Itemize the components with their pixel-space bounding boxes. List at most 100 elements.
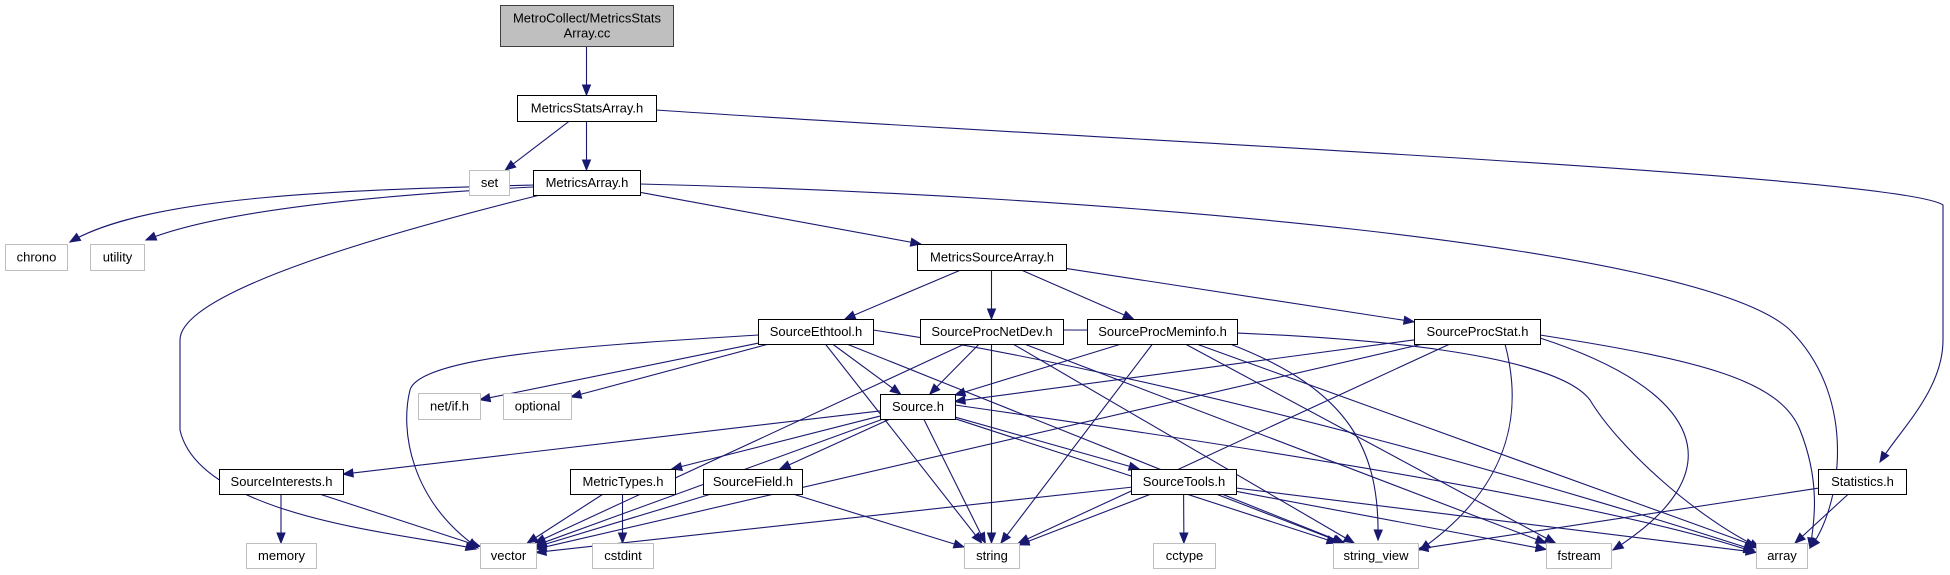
node-box bbox=[480, 543, 537, 569]
edge-metricssourcearray-h-to-sourceethtool-h bbox=[844, 269, 962, 320]
edge-source-h-to-sourcetools-h-arrowhead bbox=[1127, 461, 1141, 471]
edge-sourceinterests-h-to-vector-arrowhead bbox=[468, 538, 482, 548]
node-vector[interactable]: vector bbox=[480, 543, 537, 569]
node-label: fstream bbox=[1557, 548, 1600, 563]
edge-sourceprocmeminfo-h-to-array bbox=[1196, 343, 1757, 547]
edge-sourceprocstat-h-to-string bbox=[1018, 343, 1451, 544]
node-utility[interactable]: utility bbox=[90, 244, 145, 271]
edge-sourcefield-h-to-vector bbox=[535, 493, 712, 548]
edge-sourcetools-h-to-fstream bbox=[1235, 490, 1547, 550]
edge-sourceprocmeminfo-h-to-array-arrowhead bbox=[1744, 538, 1758, 548]
edges-layer bbox=[68, 46, 1944, 556]
edge-sourceprocmeminfo-h-to-string-arrowhead bbox=[1000, 531, 1012, 545]
node-label: SourceProcStat.h bbox=[1427, 324, 1529, 339]
edge-metricssourcearray-h-to-sourceprocmeminfo-h-arrowhead bbox=[1121, 310, 1135, 320]
edge-sourcetools-h-to-string-arrowhead bbox=[1017, 536, 1031, 546]
node-label: array bbox=[1767, 548, 1797, 563]
edge-metricsarray-h-to-chrono-arrowhead bbox=[68, 232, 82, 243]
edge-sourcetools-h-to-vector bbox=[535, 486, 1132, 553]
node-cstdint[interactable]: cstdint bbox=[592, 543, 654, 569]
node-box bbox=[570, 469, 676, 495]
node-box bbox=[1756, 543, 1808, 569]
edge-sourceprocnetdev-h-to-vector bbox=[534, 343, 965, 544]
node-fstream[interactable]: fstream bbox=[1546, 543, 1612, 569]
node-label: string bbox=[976, 548, 1008, 563]
node-metrictypes-h[interactable]: MetricTypes.h bbox=[570, 469, 676, 495]
node-label: SourceProcNetDev.h bbox=[931, 324, 1052, 339]
node-optional[interactable]: optional bbox=[503, 393, 572, 420]
edge-sourceprocmeminfo-h-to-source-h-arrowhead bbox=[953, 387, 967, 397]
node-netif-h[interactable]: net/if.h bbox=[418, 393, 481, 420]
edge-sourcetools-h-to-vector-arrowhead bbox=[534, 546, 547, 556]
node-chrono[interactable]: chrono bbox=[5, 244, 68, 271]
edge-source-h-to-sourcefield-h-arrowhead bbox=[778, 460, 792, 470]
edge-sourceinterests-h-to-memory-arrowhead bbox=[276, 532, 286, 545]
node-label: SourceTools.h bbox=[1143, 474, 1225, 489]
node-sourceprocstat-h[interactable]: SourceProcStat.h bbox=[1414, 319, 1541, 345]
node-source-h[interactable]: Source.h bbox=[880, 394, 956, 420]
edge-sourceprocnetdev-h-to-string-view-arrowhead bbox=[1342, 533, 1356, 544]
node-sourceprocnetdev-h[interactable]: SourceProcNetDev.h bbox=[920, 319, 1064, 345]
edge-metricsarray-h-to-utility-arrowhead bbox=[144, 231, 158, 241]
edge-root-to-metricsstatsarray-h-arrowhead bbox=[581, 84, 592, 97]
node-sourceprocmeminfo-h[interactable]: SourceProcMeminfo.h bbox=[1087, 319, 1238, 345]
edge-sourceprocstat-h-to-fstream-arrowhead bbox=[1611, 540, 1625, 551]
edge-metricsstatsarray-h-to-set-arrowhead bbox=[504, 159, 517, 171]
nodes-layer: MetroCollect/MetricsStatsArray.ccMetrics… bbox=[5, 5, 1907, 569]
edge-metricsstatsarray-h-to-set bbox=[505, 120, 570, 171]
node-label: SourceField.h bbox=[713, 474, 793, 489]
edge-metrictypes-h-to-vector bbox=[527, 493, 604, 544]
node-label: utility bbox=[103, 250, 133, 265]
edge-statistics-h-to-array bbox=[1794, 493, 1849, 544]
node-box bbox=[964, 543, 1020, 569]
edge-sourceprocmeminfo-h-to-string bbox=[1000, 343, 1153, 544]
edge-metricsstatsarray-h-to-metricsarray-h-arrowhead bbox=[581, 159, 592, 172]
edge-sourcetools-h-to-cctype-arrowhead bbox=[1179, 532, 1189, 545]
node-cctype[interactable]: cctype bbox=[1153, 543, 1216, 569]
node-sourcefield-h[interactable]: SourceField.h bbox=[703, 469, 803, 495]
edge-sourceprocstat-h-to-source-h bbox=[954, 339, 1415, 403]
node-array[interactable]: array bbox=[1756, 543, 1808, 569]
edge-sourceprocnetdev-h-to-string-arrowhead bbox=[986, 532, 997, 545]
edge-sourceethtool-h-to-source-h-arrowhead bbox=[889, 383, 902, 395]
node-box bbox=[246, 543, 317, 569]
node-sourceethtool-h[interactable]: SourceEthtool.h bbox=[758, 319, 874, 345]
edge-statistics-h-to-string-view-arrowhead bbox=[1416, 542, 1430, 553]
node-sourceinterests-h[interactable]: SourceInterests.h bbox=[219, 469, 344, 495]
node-label: string_view bbox=[1343, 548, 1409, 563]
node-box bbox=[500, 5, 674, 47]
edge-metricssourcearray-h-to-sourceprocstat-h bbox=[1065, 267, 1415, 323]
edge-source-h-to-array bbox=[954, 404, 1755, 553]
node-label: memory bbox=[258, 548, 305, 563]
node-memory[interactable]: memory bbox=[246, 543, 317, 569]
edge-sourceethtool-h-to-string bbox=[824, 343, 983, 544]
edge-source-h-to-sourceinterests-h-arrowhead bbox=[341, 468, 354, 478]
node-metricsstatsarray-h[interactable]: MetricsStatsArray.h bbox=[517, 95, 657, 122]
node-box bbox=[1333, 543, 1419, 569]
node-metricsarray-h[interactable]: MetricsArray.h bbox=[533, 170, 641, 196]
edge-sourcefield-h-to-vector-arrowhead bbox=[534, 539, 548, 549]
edge-sourceethtool-h-to-array bbox=[872, 329, 1755, 551]
node-box bbox=[1087, 319, 1238, 345]
node-set[interactable]: set bbox=[469, 170, 510, 196]
node-box bbox=[917, 244, 1067, 271]
edge-metricsarray-h-to-metricssourcearray-h bbox=[639, 191, 921, 245]
edge-metricsstatsarray-h-to-statistics-h-arrowhead bbox=[1879, 450, 1890, 464]
edge-source-h-to-sourcefield-h bbox=[779, 418, 891, 470]
node-sourcetools-h[interactable]: SourceTools.h bbox=[1131, 469, 1237, 495]
node-string[interactable]: string bbox=[964, 543, 1020, 569]
node-string-view[interactable]: string_view bbox=[1333, 543, 1419, 569]
edge-sourceethtool-h-to-vector bbox=[406, 334, 759, 549]
node-root[interactable]: MetroCollect/MetricsStatsArray.cc bbox=[500, 5, 674, 47]
edge-sourcetools-h-to-string bbox=[1018, 493, 1152, 546]
node-metricssourcearray-h[interactable]: MetricsSourceArray.h bbox=[917, 244, 1067, 271]
edge-sourceprocstat-h-to-vector bbox=[535, 343, 1424, 550]
edge-metricssourcearray-h-to-sourceprocmeminfo-h bbox=[1021, 269, 1134, 320]
edge-sourcefield-h-to-string bbox=[792, 493, 965, 548]
node-statistics-h[interactable]: Statistics.h bbox=[1818, 469, 1907, 495]
edge-statistics-h-to-string-view bbox=[1417, 487, 1819, 550]
node-box bbox=[1818, 469, 1907, 495]
edge-source-h-to-string-arrowhead bbox=[976, 531, 986, 545]
node-box bbox=[1131, 469, 1237, 495]
